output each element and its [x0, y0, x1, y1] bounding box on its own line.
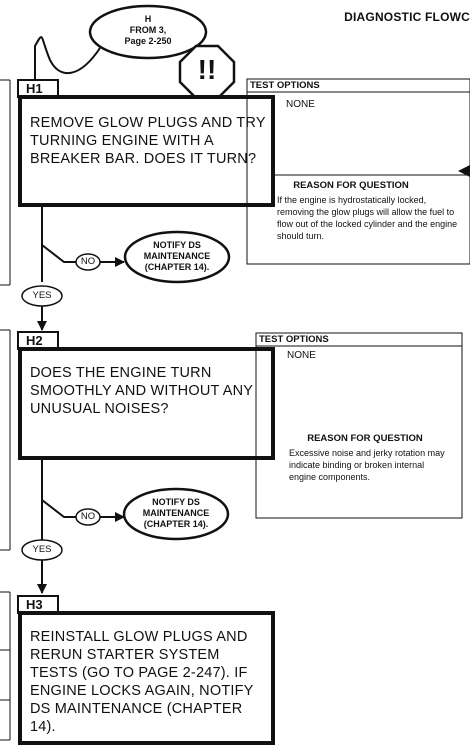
step-label-h3: H3 — [26, 597, 43, 612]
start-oval — [88, 4, 208, 60]
page-header-title: DIAGNOSTIC FLOWC — [344, 10, 470, 24]
h1-notify-line-1: NOTIFY DS — [153, 240, 201, 250]
step-label-h2: H2 — [26, 333, 43, 348]
h1-no-line-a — [41, 244, 76, 263]
h2-options-title-bar — [255, 332, 463, 347]
h2-test-options-title: TEST OPTIONS — [259, 334, 329, 345]
h1-test-options-value: NONE — [286, 99, 315, 110]
h1-yes-label: YES — [32, 290, 52, 301]
left-edge-fragments — [0, 79, 11, 741]
h1-offpage-arrow — [458, 165, 470, 177]
h1-notify-label: NOTIFY DS MAINTENANCE (CHAPTER 14). — [125, 240, 229, 273]
h3-instruction-text: REINSTALL GLOW PLUGS AND RERUN STARTER S… — [30, 629, 254, 735]
start-connector — [30, 36, 101, 91]
h2-question-box — [18, 347, 275, 460]
h2-yes-label: YES — [32, 544, 52, 555]
start-line-3: Page 2-250 — [124, 36, 172, 46]
h1-no-label: NO — [80, 256, 96, 267]
h2-no-line-a — [41, 499, 76, 518]
step-label-h1: H1 — [26, 81, 43, 96]
h1-options-title-bar — [246, 78, 470, 93]
h2-notify-label: NOTIFY DS MAINTENANCE (CHAPTER 14). — [124, 497, 228, 530]
start-connector-label: H FROM 3, Page 2-250 — [95, 14, 201, 47]
h1-notify-oval — [123, 230, 231, 284]
h2-question-text: DOES THE ENGINE TURN SMOOTHLY AND WITHOU… — [30, 365, 253, 417]
h2-notify-line-1: NOTIFY DS — [152, 497, 200, 507]
start-line-1: H — [144, 14, 152, 24]
warning-icon: !! — [197, 54, 217, 85]
h1-question-box — [18, 95, 275, 207]
h2-notify-oval — [122, 487, 230, 541]
h1-notify-line-2: MAINTENANCE — [143, 251, 211, 261]
h2-reason-title: REASON FOR QUESTION — [307, 433, 423, 444]
h1-test-options-title: TEST OPTIONS — [250, 80, 320, 91]
h2-no-label: NO — [80, 511, 96, 522]
h3-instruction-box — [18, 611, 275, 745]
h2-notify-line-2: MAINTENANCE — [142, 508, 210, 518]
h1-reason-text: If the engine is hydrostatically locked,… — [277, 195, 458, 241]
h1-reason-title: REASON FOR QUESTION — [293, 180, 409, 191]
h1-question-text: REMOVE GLOW PLUGS AND TRY TURNING ENGINE… — [30, 115, 266, 167]
h2-notify-line-3: (CHAPTER 14). — [143, 519, 209, 529]
start-line-2: FROM 3, — [129, 25, 167, 35]
h1-notify-line-3: (CHAPTER 14). — [144, 262, 210, 272]
h2-test-options-value: NONE — [287, 350, 316, 361]
h2-reason-text: Excessive noise and jerky rotation may i… — [289, 448, 445, 482]
